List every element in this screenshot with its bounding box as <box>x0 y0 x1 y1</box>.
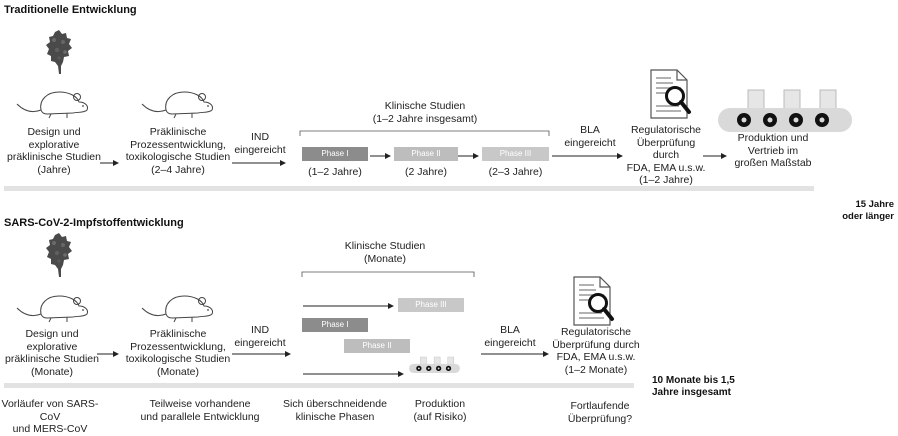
total-duration-traditional: 15 Jahre oder länger <box>842 199 894 222</box>
regulatory-review-label: Regulatorische Überprüfung durch FDA, EM… <box>552 326 640 376</box>
clinical-bracket <box>301 271 475 277</box>
phase-1-box: Phase I <box>302 147 368 161</box>
phase-2-box: Phase II <box>394 147 458 161</box>
bla-submitted-label: BLA eingereicht <box>484 324 536 349</box>
phase-2-box: Phase II <box>344 339 410 353</box>
production-line-icon <box>408 356 461 374</box>
phase-1-duration: (1–2 Jahre) <box>308 166 362 178</box>
mouse-icon <box>141 91 214 119</box>
note-parallel-development: Teilweise vorhandene und parallele Entwi… <box>140 398 260 423</box>
phase-3-duration: (2–3 Jahre) <box>488 166 543 178</box>
total-duration-sars: 10 Monate bis 1,5 Jahre insgesamt <box>652 375 735 398</box>
virus-icon <box>46 233 72 277</box>
document-search-icon <box>572 275 614 327</box>
step-design-studies: Design und explorative präklinische Stud… <box>5 328 99 378</box>
note-precursors: Vorläufer von SARS-CoV und MERS-CoV <box>1 398 99 435</box>
phase-2-duration: (2 Jahre) <box>404 166 447 178</box>
timeline-bar-sars <box>4 383 634 388</box>
note-overlapping-phases: Sich überschneidende klinische Phasen <box>283 398 387 423</box>
note-production-at-risk: Produktion (auf Risiko) <box>413 398 467 423</box>
timeline-bar-traditional <box>4 186 814 191</box>
step-design-studies: Design und explorative präklinische Stud… <box>7 126 101 176</box>
regulatory-review-label: Regulatorische Überprüfung durch FDA, EM… <box>626 124 706 186</box>
step-preclinical-studies: Präklinische Prozessentwicklung, toxikol… <box>125 328 231 378</box>
phase-3-box: Phase III <box>398 298 464 312</box>
ind-submitted-label: IND eingereicht <box>234 324 286 349</box>
clinical-studies-label: Klinische Studien (Monate) <box>344 240 426 265</box>
diagram-graphics <box>4 30 853 388</box>
section-title-sars: SARS-CoV-2-Impfstoffentwicklung <box>4 217 184 229</box>
bla-submitted-label: BLA eingereicht <box>564 124 616 149</box>
mouse-icon <box>16 295 89 323</box>
section-title-traditional: Traditionelle Entwicklung <box>4 4 137 16</box>
step-preclinical-studies: Präklinische Prozessentwicklung, toxikol… <box>125 126 231 176</box>
production-line-icon <box>717 89 853 133</box>
virus-icon <box>46 30 72 74</box>
document-search-icon <box>649 68 691 120</box>
clinical-studies-label: Klinische Studien (1–2 Jahre insgesamt) <box>372 100 478 125</box>
note-rolling-review: Fortlaufende Überprüfung? <box>567 400 633 425</box>
ind-submitted-label: IND eingereicht <box>234 131 286 156</box>
production-label: Produktion und Vertrieb im großen Maßsta… <box>734 132 812 169</box>
phase-3-box: Phase III <box>482 147 549 161</box>
phase-1-box: Phase I <box>302 318 368 332</box>
mouse-icon <box>16 91 89 119</box>
clinical-bracket <box>299 130 550 136</box>
mouse-icon <box>141 295 214 323</box>
